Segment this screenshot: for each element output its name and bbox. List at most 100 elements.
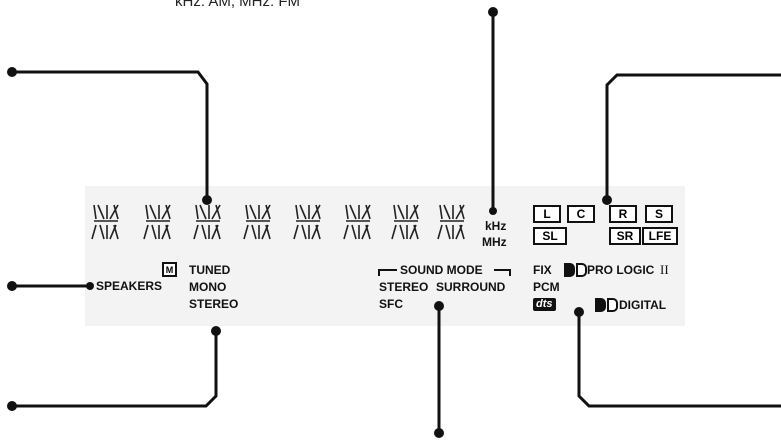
top-note: kHz: AM, MHz: FM <box>175 0 300 10</box>
channel-box-sr: SR <box>609 227 641 245</box>
character-segment <box>409 204 419 220</box>
channel-box-sl: SL <box>533 227 567 245</box>
pro-logic-ii-indicator: II <box>660 262 669 277</box>
character-cell <box>391 204 419 240</box>
sound-mode-label: SOUND MODE <box>400 263 483 277</box>
character-segment <box>165 204 171 220</box>
character-segment <box>455 204 465 220</box>
character-segment <box>365 224 371 240</box>
character-cell <box>437 204 465 240</box>
digital-indicator: DIGITAL <box>619 298 667 312</box>
callout-line-channels <box>605 73 781 200</box>
character-segment <box>193 224 199 240</box>
character-segment <box>151 224 157 240</box>
mhz-unit: MHz <box>482 235 507 249</box>
callout-dot-channels <box>602 195 612 205</box>
character-segment <box>199 204 207 220</box>
character-segment <box>391 224 397 240</box>
character-segment <box>413 204 419 220</box>
callout-dot-stereo <box>211 326 221 336</box>
stereo-indicator: STEREO <box>189 297 239 311</box>
character-segment <box>145 204 149 220</box>
character-segment <box>195 204 199 220</box>
character-cell <box>143 204 171 240</box>
channel-box-s: S <box>645 205 673 223</box>
character-segment <box>215 224 221 240</box>
character-segment <box>113 224 119 240</box>
character-segment <box>393 204 397 220</box>
surround-indicator: SURROUND <box>436 280 506 294</box>
character-segment <box>445 224 451 240</box>
character-segment <box>413 224 419 240</box>
character-cell <box>91 204 119 240</box>
character-segment <box>349 204 357 220</box>
fix-indicator: FIX <box>533 263 552 277</box>
character-segment <box>311 204 321 220</box>
character-segment <box>97 204 105 220</box>
callout-dot-speakers <box>86 282 94 290</box>
callout-dot-units-end <box>488 7 498 17</box>
character-segment <box>439 204 443 220</box>
character-segment <box>437 224 443 240</box>
callout-dot-digits-end <box>7 67 17 77</box>
sound-mode-bracket-left <box>378 269 397 276</box>
character-segment <box>93 204 97 220</box>
khz-unit: kHz <box>485 219 507 233</box>
sound-mode-bracket-right <box>494 269 511 276</box>
character-cell <box>243 204 271 240</box>
stereo-mode-indicator: STEREO <box>379 280 429 294</box>
character-segment <box>265 224 271 240</box>
callout-dot-speakers-end <box>7 281 17 291</box>
character-segment <box>301 224 307 240</box>
character-segment <box>293 224 299 240</box>
character-segment <box>443 204 451 220</box>
channel-box-r: R <box>609 205 637 223</box>
sfc-indicator: SFC <box>379 297 403 311</box>
character-segment <box>109 204 119 220</box>
dolby-logo-digital <box>595 298 618 312</box>
character-segment <box>245 204 249 220</box>
speakers-indicator: SPEAKERS <box>96 279 163 293</box>
character-segment <box>459 204 465 220</box>
character-segment <box>315 204 321 220</box>
character-segment <box>91 224 97 240</box>
character-segment <box>99 224 105 240</box>
character-segment <box>295 204 299 220</box>
callout-dot-digits <box>202 195 212 205</box>
character-cell <box>343 204 371 240</box>
character-segment <box>261 204 271 220</box>
character-segment <box>343 224 349 240</box>
dolby-logo-prologic <box>564 263 587 277</box>
character-segment <box>201 224 207 240</box>
character-segment <box>361 204 371 220</box>
callout-line-stereo <box>12 331 218 408</box>
channel-box-c: C <box>567 205 595 223</box>
character-segment <box>249 204 257 220</box>
character-segment <box>315 224 321 240</box>
callout-dot-surround-end <box>434 428 444 438</box>
character-segment <box>351 224 357 240</box>
mono-indicator: MONO <box>189 280 227 294</box>
callout-dot-surround <box>434 301 444 311</box>
character-segment <box>165 224 171 240</box>
callout-dot-dts <box>574 307 584 317</box>
dts-indicator: dts <box>533 298 556 311</box>
character-segment <box>365 204 371 220</box>
character-cell <box>293 204 321 240</box>
callout-line-dts <box>577 312 781 408</box>
callout-dot-units <box>489 207 497 215</box>
callout-line-digits <box>12 70 209 200</box>
character-segment <box>113 204 119 220</box>
pro-logic-indicator: PRO LOGIC <box>587 263 655 277</box>
character-segment <box>251 224 257 240</box>
tuned-indicator: TUNED <box>189 263 231 277</box>
channel-box-lfe: LFE <box>642 227 678 245</box>
character-segment <box>215 204 221 220</box>
character-segment <box>161 204 171 220</box>
character-segment <box>265 204 271 220</box>
pcm-indicator: PCM <box>533 280 560 294</box>
character-segment <box>399 224 405 240</box>
character-segment <box>143 224 149 240</box>
character-segment <box>459 224 465 240</box>
